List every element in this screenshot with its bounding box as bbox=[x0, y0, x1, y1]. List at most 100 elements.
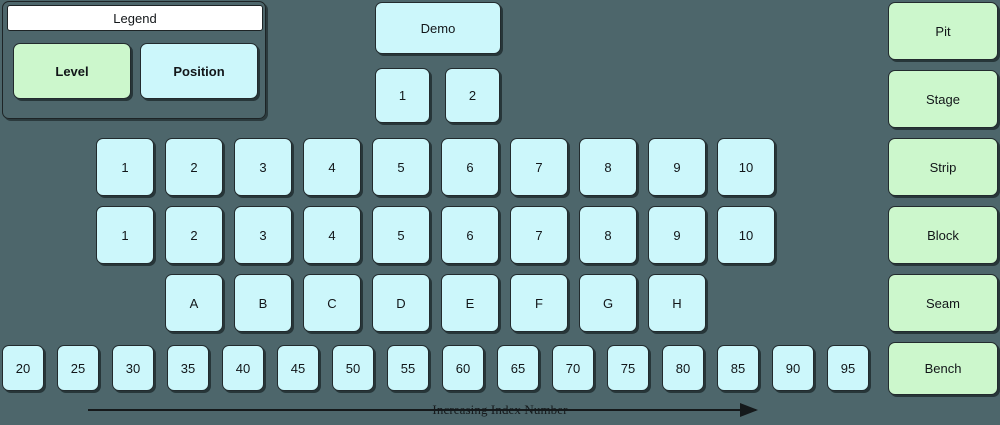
position-node[interactable]: 6 bbox=[441, 138, 499, 196]
position-node[interactable]: 65 bbox=[497, 345, 539, 391]
position-node[interactable]: 35 bbox=[167, 345, 209, 391]
position-node[interactable]: 8 bbox=[579, 138, 637, 196]
position-node-label: 2 bbox=[190, 159, 198, 175]
position-node-label: 75 bbox=[620, 360, 636, 376]
level-node-pit[interactable]: Pit bbox=[888, 2, 998, 60]
position-node[interactable]: 1 bbox=[96, 138, 154, 196]
position-node[interactable]: 25 bbox=[57, 345, 99, 391]
position-node-label: 20 bbox=[15, 360, 31, 376]
position-node-label: 4 bbox=[328, 159, 336, 175]
position-node[interactable]: 7 bbox=[510, 206, 568, 264]
position-node[interactable]: 1 bbox=[96, 206, 154, 264]
position-node-label: 5 bbox=[397, 227, 405, 243]
position-node[interactable]: 4 bbox=[303, 138, 361, 196]
position-node-label: 25 bbox=[70, 360, 86, 376]
position-node[interactable]: H bbox=[648, 274, 706, 332]
position-node[interactable]: 3 bbox=[234, 206, 292, 264]
position-node[interactable]: 20 bbox=[2, 345, 44, 391]
position-node[interactable]: E bbox=[441, 274, 499, 332]
position-node-label: F bbox=[535, 295, 543, 311]
position-node[interactable]: G bbox=[579, 274, 637, 332]
position-node-label: B bbox=[258, 295, 268, 311]
position-node-label: 7 bbox=[535, 227, 543, 243]
position-node-label: D bbox=[396, 295, 406, 311]
position-node-label: 3 bbox=[259, 227, 267, 243]
position-node-label: 6 bbox=[466, 227, 474, 243]
node-demo[interactable]: Demo bbox=[375, 2, 501, 54]
position-node[interactable]: 10 bbox=[717, 206, 775, 264]
position-node[interactable]: 70 bbox=[552, 345, 594, 391]
position-node[interactable]: 9 bbox=[648, 206, 706, 264]
position-node-label: 80 bbox=[675, 360, 691, 376]
level-node-bench[interactable]: Bench bbox=[888, 342, 998, 395]
position-node-label: 9 bbox=[673, 159, 681, 175]
position-node-label: 3 bbox=[259, 159, 267, 175]
position-node[interactable]: 10 bbox=[717, 138, 775, 196]
level-node-block-label: Block bbox=[927, 227, 959, 243]
position-node[interactable]: 95 bbox=[827, 345, 869, 391]
position-node[interactable]: 80 bbox=[662, 345, 704, 391]
node-demo-child-1[interactable]: 1 bbox=[375, 68, 430, 123]
position-node[interactable]: 75 bbox=[607, 345, 649, 391]
position-node-label: 10 bbox=[738, 227, 754, 243]
position-node-label: 5 bbox=[397, 159, 405, 175]
position-node[interactable]: 60 bbox=[442, 345, 484, 391]
position-node[interactable]: C bbox=[303, 274, 361, 332]
position-node-label: 6 bbox=[466, 159, 474, 175]
position-node[interactable]: 50 bbox=[332, 345, 374, 391]
position-node[interactable]: F bbox=[510, 274, 568, 332]
position-node[interactable]: A bbox=[165, 274, 223, 332]
position-node-label: 45 bbox=[290, 360, 306, 376]
position-node-label: 40 bbox=[235, 360, 251, 376]
level-node-seam-label: Seam bbox=[926, 295, 960, 311]
position-node-label: 1 bbox=[121, 159, 129, 175]
position-node[interactable]: 8 bbox=[579, 206, 637, 264]
position-node[interactable]: 85 bbox=[717, 345, 759, 391]
node-demo-label: Demo bbox=[420, 20, 456, 36]
position-node[interactable]: 30 bbox=[112, 345, 154, 391]
position-node[interactable]: B bbox=[234, 274, 292, 332]
position-node[interactable]: 7 bbox=[510, 138, 568, 196]
position-node-label: 50 bbox=[345, 360, 361, 376]
position-node-label: 1 bbox=[121, 227, 129, 243]
node-demo-child-2-label: 2 bbox=[468, 88, 477, 103]
legend-item-level-label: Level bbox=[55, 63, 89, 79]
position-node[interactable]: D bbox=[372, 274, 430, 332]
position-node[interactable]: 5 bbox=[372, 138, 430, 196]
position-node[interactable]: 2 bbox=[165, 138, 223, 196]
position-node-label: 60 bbox=[455, 360, 471, 376]
position-node[interactable]: 40 bbox=[222, 345, 264, 391]
position-node[interactable]: 5 bbox=[372, 206, 430, 264]
position-node-label: 35 bbox=[180, 360, 196, 376]
level-node-seam[interactable]: Seam bbox=[888, 274, 998, 332]
position-node[interactable]: 90 bbox=[772, 345, 814, 391]
position-node[interactable]: 6 bbox=[441, 206, 499, 264]
legend-panel: Legend Level Position bbox=[2, 1, 266, 119]
position-node[interactable]: 45 bbox=[277, 345, 319, 391]
node-demo-child-1-label: 1 bbox=[398, 88, 407, 103]
position-node[interactable]: 3 bbox=[234, 138, 292, 196]
level-node-strip[interactable]: Strip bbox=[888, 138, 998, 196]
position-node[interactable]: 55 bbox=[387, 345, 429, 391]
position-node-label: C bbox=[327, 295, 337, 311]
increasing-index-arrow-icon bbox=[88, 403, 758, 417]
position-node[interactable]: 4 bbox=[303, 206, 361, 264]
legend-item-position-label: Position bbox=[173, 63, 225, 79]
level-node-pit-label: Pit bbox=[935, 23, 951, 39]
position-node-label: 2 bbox=[190, 227, 198, 243]
position-node-label: A bbox=[189, 295, 199, 311]
position-node-label: E bbox=[465, 295, 475, 311]
position-node-label: 85 bbox=[730, 360, 746, 376]
level-node-stage[interactable]: Stage bbox=[888, 70, 998, 128]
legend-item-position: Position bbox=[140, 43, 258, 99]
position-node-label: 7 bbox=[535, 159, 543, 175]
position-node-label: 55 bbox=[400, 360, 416, 376]
position-node-label: 9 bbox=[673, 227, 681, 243]
position-node[interactable]: 9 bbox=[648, 138, 706, 196]
node-demo-child-2[interactable]: 2 bbox=[445, 68, 500, 123]
position-node[interactable]: 2 bbox=[165, 206, 223, 264]
level-node-block[interactable]: Block bbox=[888, 206, 998, 264]
legend-item-level: Level bbox=[13, 43, 131, 99]
position-node-label: 10 bbox=[738, 159, 754, 175]
